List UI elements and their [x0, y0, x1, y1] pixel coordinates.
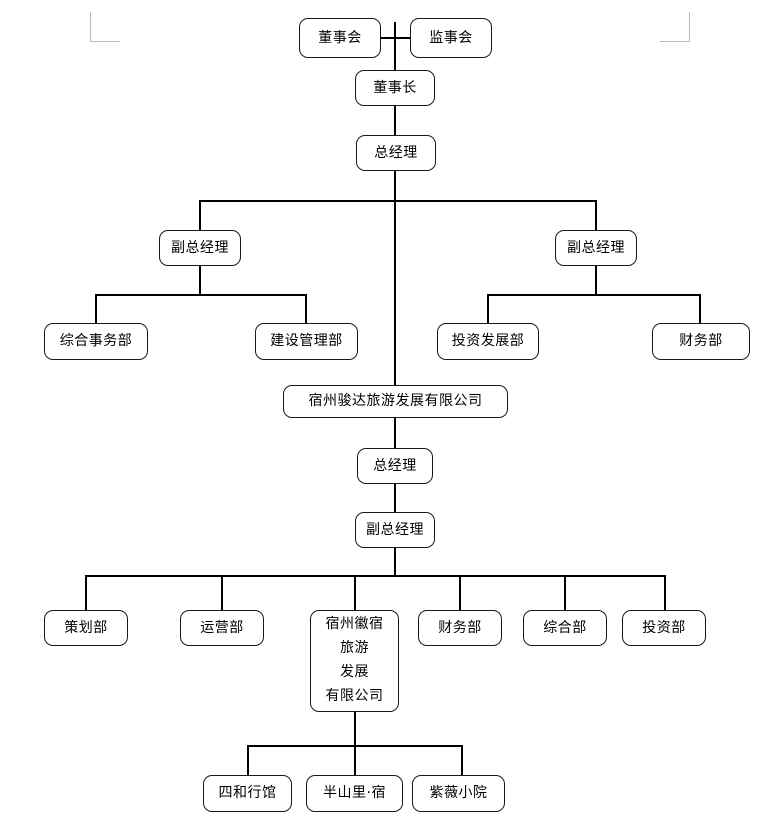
connector-finance-sub-drop [459, 575, 461, 610]
node-dept-finance-top[interactable]: 财务部 [652, 323, 750, 360]
node-board-of-supervisors[interactable]: 监事会 [410, 18, 492, 58]
node-subsidiary-general-manager[interactable]: 总经理 [357, 448, 433, 484]
node-dept-operations[interactable]: 运营部 [180, 610, 264, 646]
connector-deputy-right-bus [487, 294, 701, 296]
connector-deputy-left-stem [199, 265, 201, 295]
connector-general-affairs-drop [95, 294, 97, 324]
connector-huisu-to-venues-stem [354, 712, 356, 746]
node-dept-investment-development[interactable]: 投资发展部 [437, 323, 539, 360]
connector-governance-horizontal [378, 37, 414, 39]
connector-junda-to-sub-gm [394, 417, 396, 450]
node-venue-sihe[interactable]: 四和行馆 [203, 775, 292, 812]
node-dept-planning[interactable]: 策划部 [44, 610, 128, 646]
connector-sub-dept-bus [85, 575, 666, 577]
node-board-of-directors[interactable]: 董事会 [299, 18, 381, 58]
node-subsidiary-deputy-general-manager[interactable]: 副总经理 [355, 512, 435, 548]
connector-venue-sihe-drop [247, 745, 249, 775]
connector-huisu-drop [354, 575, 356, 610]
node-dept-construction-management[interactable]: 建设管理部 [255, 323, 358, 360]
connector-governance-to-chairman [394, 22, 396, 71]
node-general-manager[interactable]: 总经理 [356, 135, 436, 171]
node-dept-comprehensive[interactable]: 综合部 [523, 610, 607, 646]
node-subsidiary-huisu[interactable]: 宿州徽宿 旅游 发展 有限公司 [310, 610, 399, 712]
node-venue-banshanli[interactable]: 半山里·宿 [306, 775, 403, 812]
node-deputy-general-manager-right[interactable]: 副总经理 [555, 230, 637, 266]
connector-venue-banshanli-drop [354, 745, 356, 775]
page-corner-mark-top-right [660, 12, 690, 42]
node-subsidiary-junda[interactable]: 宿州骏达旅游发展有限公司 [283, 385, 508, 418]
node-dept-finance-sub[interactable]: 财务部 [418, 610, 502, 646]
node-dept-general-affairs[interactable]: 综合事务部 [44, 323, 148, 360]
connector-chairman-to-gm [394, 105, 396, 136]
connector-deputy-drop-right [595, 200, 597, 231]
node-dept-investment[interactable]: 投资部 [622, 610, 706, 646]
connector-venue-ziwei-drop [461, 745, 463, 775]
connector-planning-drop [85, 575, 87, 610]
connector-deputy-left-bus [95, 294, 307, 296]
connector-deputy-drop-left [199, 200, 201, 231]
connector-operations-drop [221, 575, 223, 610]
connector-sub-gm-to-sub-deputy [394, 483, 396, 514]
connector-construction-mgmt-drop [305, 294, 307, 324]
node-venue-ziwei[interactable]: 紫薇小院 [412, 775, 505, 812]
node-chairman[interactable]: 董事长 [355, 70, 435, 106]
connector-finance-top-drop [699, 294, 701, 324]
connector-investment-drop [664, 575, 666, 610]
connector-gm-trunk [394, 170, 396, 386]
node-deputy-general-manager-left[interactable]: 副总经理 [159, 230, 241, 266]
connector-investment-dev-drop [487, 294, 489, 324]
connector-deputy-bus [199, 200, 597, 202]
connector-comprehensive-drop [564, 575, 566, 610]
page-corner-mark-top-left [90, 12, 120, 42]
connector-deputy-right-stem [595, 265, 597, 295]
connector-sub-deputy-stem [394, 548, 396, 576]
